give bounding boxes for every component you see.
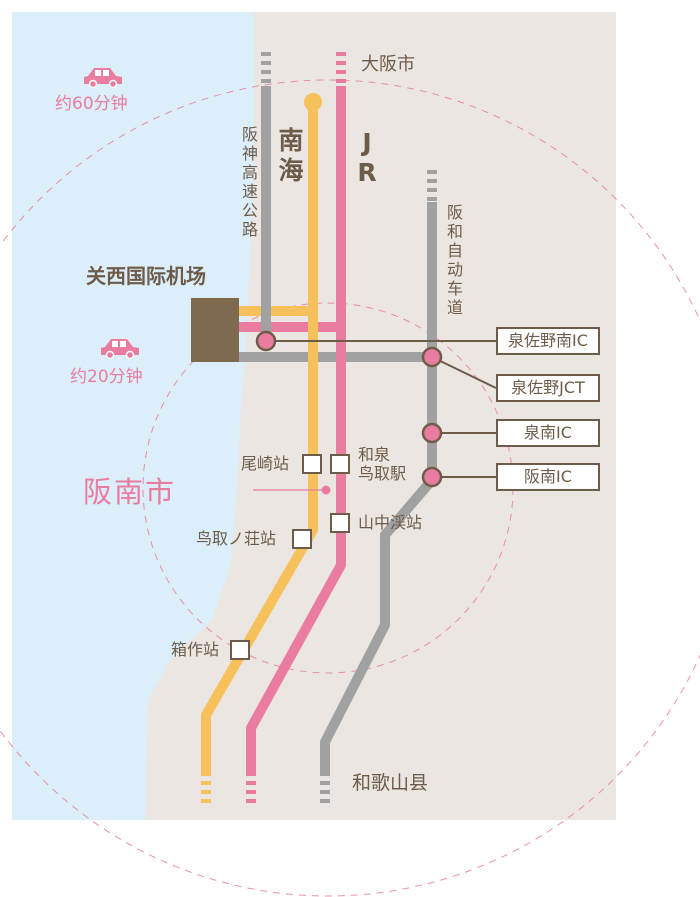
nankai-line [201, 102, 318, 772]
city-center-dot [321, 485, 331, 495]
hanwa-expressway-label: 阪和自动车道 [446, 203, 463, 317]
station-marker-yamanakadani [330, 513, 350, 533]
radius-60min-circle [0, 79, 700, 897]
station-marker-ozaki [302, 454, 322, 474]
station-marker-hakotsukuri [230, 640, 250, 660]
station-label-ozaki: 尾崎站 [241, 454, 290, 473]
station-label-tottorinosho: 鸟取ノ荘站 [196, 529, 277, 548]
wakayama-label: 和歌山县 [352, 772, 429, 794]
station-marker-tottorinosho [292, 529, 312, 549]
ic-box-hannan: 阪南IC [496, 463, 600, 491]
osaka-city-label: 大阪市 [361, 54, 415, 75]
station-label-yamanakadani: 山中渓站 [358, 513, 423, 532]
ic-node-izumisano-jct [421, 346, 443, 368]
ic-connector-izumisano-jct [431, 356, 497, 389]
drive-time-far-label: 约60分钟 [55, 94, 128, 114]
hannan-city-label: 阪南市 [83, 475, 177, 509]
sea-area [12, 12, 254, 820]
car-icon [84, 68, 122, 89]
nankai-line-label: 南海 [278, 126, 304, 185]
nankai-terminal [304, 93, 322, 111]
drive-time-near-label: 约20分钟 [70, 367, 143, 387]
ic-node-sennan [421, 422, 443, 444]
hanshin-expressway-label: 阪神高速公路 [241, 125, 258, 239]
ic-box-izumisano-minami: 泉佐野南IC [496, 327, 600, 355]
ic-box-izumisano-jct: 泉佐野JCT [496, 374, 600, 402]
station-marker-izumi-toritori [330, 454, 350, 474]
jr-line-label: JR [357, 128, 377, 187]
station-label-izumi-toritori: 和泉 鸟取駅 [358, 445, 407, 483]
airport-block [191, 298, 239, 362]
jr-line [246, 86, 346, 772]
station-label-hakotsukuri: 箱作站 [171, 640, 220, 659]
kansai-airport-label: 关西国际机场 [86, 264, 206, 288]
ic-node-izumisano-minami [255, 330, 277, 352]
ic-node-hannan [421, 466, 443, 488]
car-icon [101, 339, 139, 360]
ic-box-sennan: 泉南IC [496, 419, 600, 447]
